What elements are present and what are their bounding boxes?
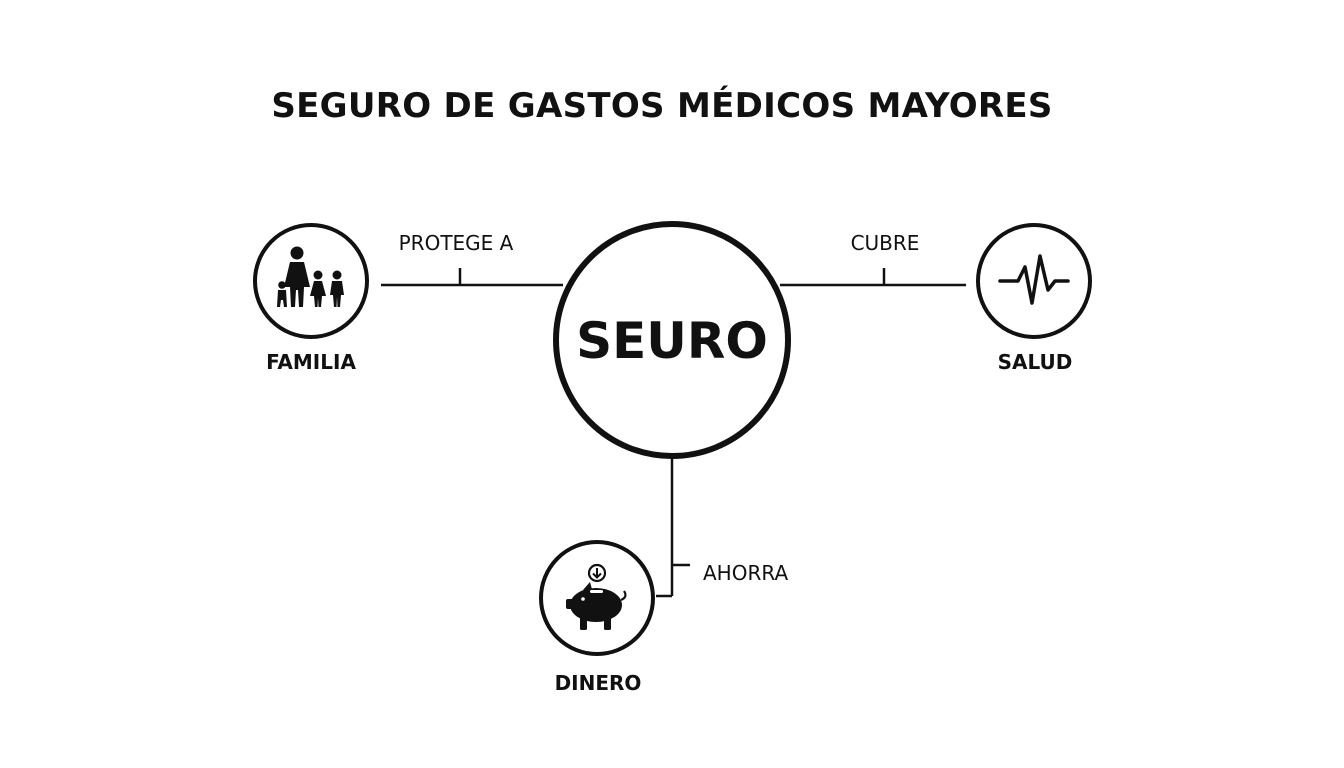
center-node: SEURO <box>553 221 791 459</box>
edge-label-ahorra: AHORRA <box>703 561 788 585</box>
center-label: SEURO <box>576 312 768 370</box>
salud-label: SALUD <box>998 350 1073 374</box>
diagram-title: SEGURO DE GASTOS MÉDICOS MAYORES <box>271 85 1052 126</box>
edge-label-cubre: CUBRE <box>851 231 920 255</box>
family-icon <box>277 246 344 307</box>
heartbeat-icon <box>998 254 1070 305</box>
piggy-bank-icon <box>566 563 627 630</box>
center-circle <box>553 221 791 459</box>
node-salud: SALUD <box>976 223 1092 374</box>
node-dinero: DINERO <box>539 540 655 695</box>
familia-label: FAMILIA <box>266 350 356 374</box>
connectors <box>381 268 966 598</box>
node-familia: FAMILIA <box>253 223 369 374</box>
familia-circle <box>253 223 369 339</box>
edge-label-protege: PROTEGE A <box>399 231 514 255</box>
dinero-label: DINERO <box>555 671 642 695</box>
